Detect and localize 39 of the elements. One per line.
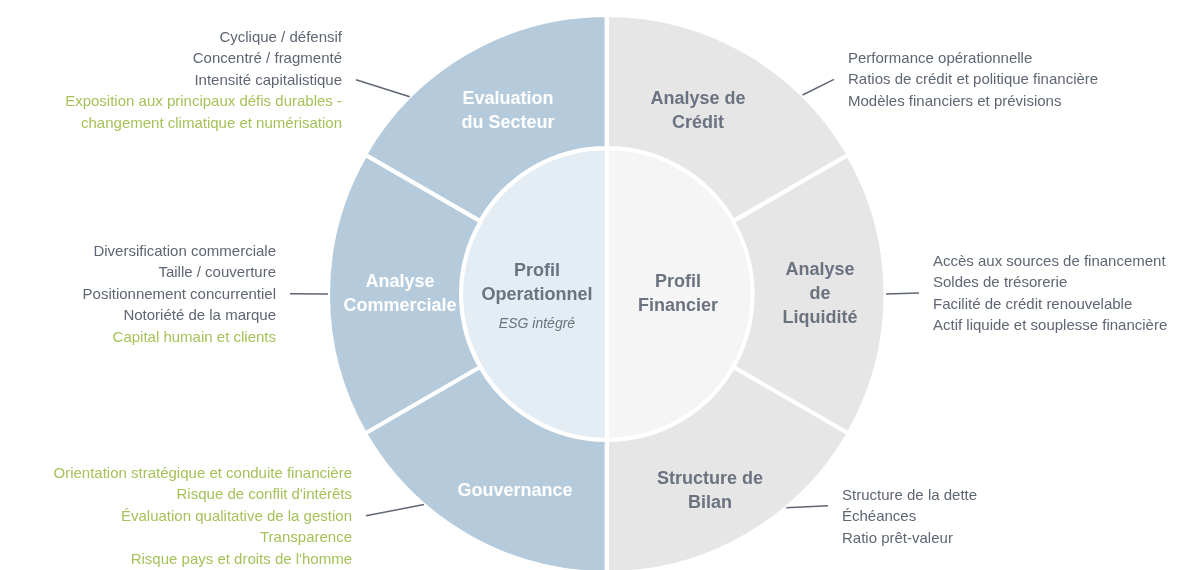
segment-title: Profil Operationnel [480, 259, 594, 306]
list-item: Actif liquide et souplesse financière [933, 315, 1168, 336]
subtitle: ESG intégré [498, 315, 576, 331]
list-item: Ratios de crédit et politique financière [848, 69, 1099, 90]
list-item: Soldes de trésorerie [933, 272, 1069, 293]
leader-line [785, 504, 829, 509]
leader-line [355, 79, 411, 98]
list-item: Taille / couverture [157, 262, 276, 283]
segment-title: Profil Financier [637, 270, 719, 317]
list-item: Concentré / fragmenté [191, 48, 342, 69]
list-item: Échéances [842, 506, 918, 527]
segment-title: Analyse de Liquidité [781, 258, 859, 329]
segment-title: Evaluation du Secteur [460, 87, 556, 134]
list-item: Positionnement concurrentiel [82, 283, 276, 304]
segment-title: Analyse de Crédit [649, 87, 747, 134]
segment-title: Structure de Bilan [656, 467, 764, 514]
segment-title: Gouvernance [456, 479, 574, 502]
list-item: Ratio prêt-valeur [842, 527, 954, 548]
list-item: Cyclique / défensif [218, 27, 342, 47]
list-item: Risque pays et droits de l'homme [129, 548, 352, 569]
list-item: Évaluation qualitative de la gestion [120, 505, 352, 526]
list-item: Notoriété de la marque [122, 305, 276, 326]
list-item: Performance opérationnelle [848, 48, 1034, 68]
list-item: Intensité capitalistique [193, 69, 342, 90]
leader-line [885, 292, 920, 295]
leader-line [801, 78, 835, 96]
segment-title: Analyse Commerciale [342, 270, 458, 317]
list-item: Modèles financiers et prévisions [848, 90, 1063, 111]
list-item: Orientation stratégique et conduite financière [53, 463, 352, 483]
list-item: Structure de la dette [842, 485, 978, 505]
leader-line [289, 293, 329, 295]
list-item: Diversification commerciale [92, 241, 276, 261]
list-item: Capital humain et clients [111, 326, 276, 347]
list-item: Accès aux sources de financement [933, 251, 1167, 271]
list-item: Exposition aux principaux défis durables - changement climatique et numérisation [64, 91, 342, 133]
list-item: Transparence [259, 527, 352, 548]
list-item: Risque de conflit d'intérêts [175, 484, 352, 505]
leader-line [365, 503, 425, 517]
list-item: Facilité de crédit renouvelable [933, 293, 1134, 314]
